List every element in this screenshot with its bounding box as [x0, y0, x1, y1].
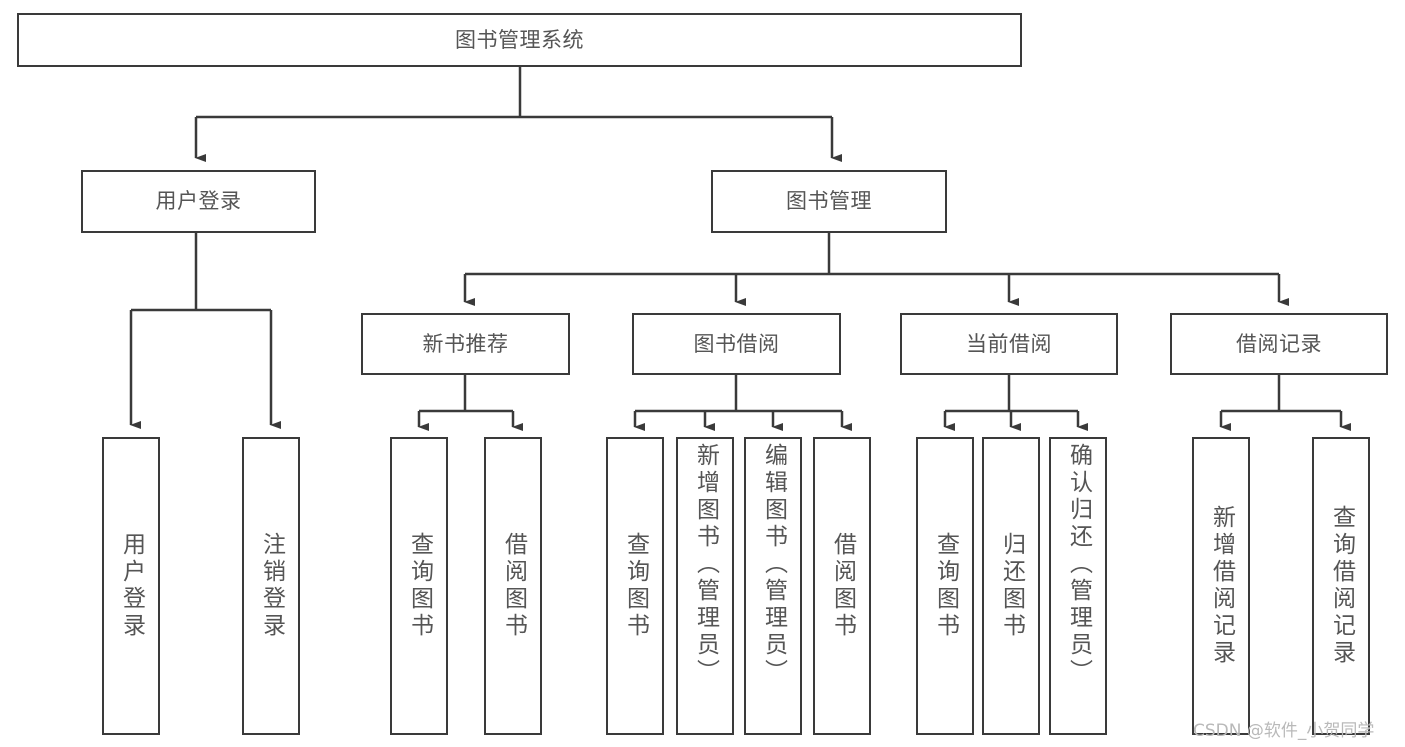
node-new-book-recommend[interactable]: 新书推荐: [361, 313, 570, 375]
leaf-borrow-book-newbook[interactable]: 借阅图书: [484, 437, 542, 735]
node-label: 确认归还（管理员）: [1065, 443, 1092, 686]
leaf-add-book-admin[interactable]: 新增图书（管理员）: [676, 437, 734, 735]
node-label: 查询图书: [406, 532, 433, 640]
node-label: 当前借阅: [966, 331, 1052, 356]
csdn-watermark: CSDN @软件_小贺同学: [1193, 721, 1375, 741]
leaf-query-book-current[interactable]: 查询图书: [916, 437, 974, 735]
node-book-borrow[interactable]: 图书借阅: [632, 313, 841, 375]
edge-record-to-leaves: [1219, 375, 1351, 431]
node-label: 归还图书: [998, 532, 1025, 640]
edge-borrow-to-leaves: [633, 375, 852, 431]
node-label: 图书借阅: [693, 331, 780, 356]
node-label: 借阅图书: [500, 532, 527, 640]
leaf-user-login[interactable]: 用户登录: [102, 437, 160, 735]
node-label: 图书管理系统: [455, 27, 584, 52]
leaf-logout-login[interactable]: 注销登录: [242, 437, 300, 735]
leaf-edit-book-admin[interactable]: 编辑图书（管理员）: [744, 437, 802, 735]
node-label: 查询借阅记录: [1328, 505, 1355, 667]
node-label: 借阅图书: [829, 532, 856, 640]
node-label: 查询图书: [622, 532, 649, 640]
node-label: 查询图书: [932, 532, 959, 640]
node-label: 借阅记录: [1236, 331, 1322, 356]
node-label: 注销登录: [258, 532, 285, 640]
node-label: 用户登录: [155, 189, 242, 214]
node-label: 新增借阅记录: [1208, 505, 1235, 667]
leaf-query-borrow-record[interactable]: 查询借阅记录: [1312, 437, 1370, 735]
node-label: 用户登录: [118, 532, 145, 640]
leaf-borrow-book[interactable]: 借阅图书: [813, 437, 871, 735]
node-label: 图书管理: [786, 189, 872, 214]
leaf-add-borrow-record[interactable]: 新增借阅记录: [1192, 437, 1250, 735]
node-user-login[interactable]: 用户登录: [81, 170, 316, 233]
leaf-confirm-return-admin[interactable]: 确认归还（管理员）: [1049, 437, 1107, 735]
node-borrow-record[interactable]: 借阅记录: [1170, 313, 1388, 375]
edge-root-to-level2: [194, 67, 842, 162]
leaf-query-book-borrow[interactable]: 查询图书: [606, 437, 664, 735]
edge-newbook-to-leaves: [417, 375, 523, 431]
node-current-borrow[interactable]: 当前借阅: [900, 313, 1118, 375]
node-root-system[interactable]: 图书管理系统: [17, 13, 1022, 67]
node-book-management[interactable]: 图书管理: [711, 170, 947, 233]
node-label: 编辑图书（管理员）: [760, 443, 787, 686]
edge-bookmgmt-to-level3: [463, 233, 1289, 306]
leaf-query-book-newbook[interactable]: 查询图书: [390, 437, 448, 735]
node-label: 新书推荐: [422, 331, 509, 356]
leaf-return-book[interactable]: 归还图书: [982, 437, 1040, 735]
node-label: 新增图书（管理员）: [692, 443, 719, 686]
edge-userlogin-to-leaves: [129, 233, 281, 429]
edge-current-to-leaves: [943, 375, 1088, 431]
